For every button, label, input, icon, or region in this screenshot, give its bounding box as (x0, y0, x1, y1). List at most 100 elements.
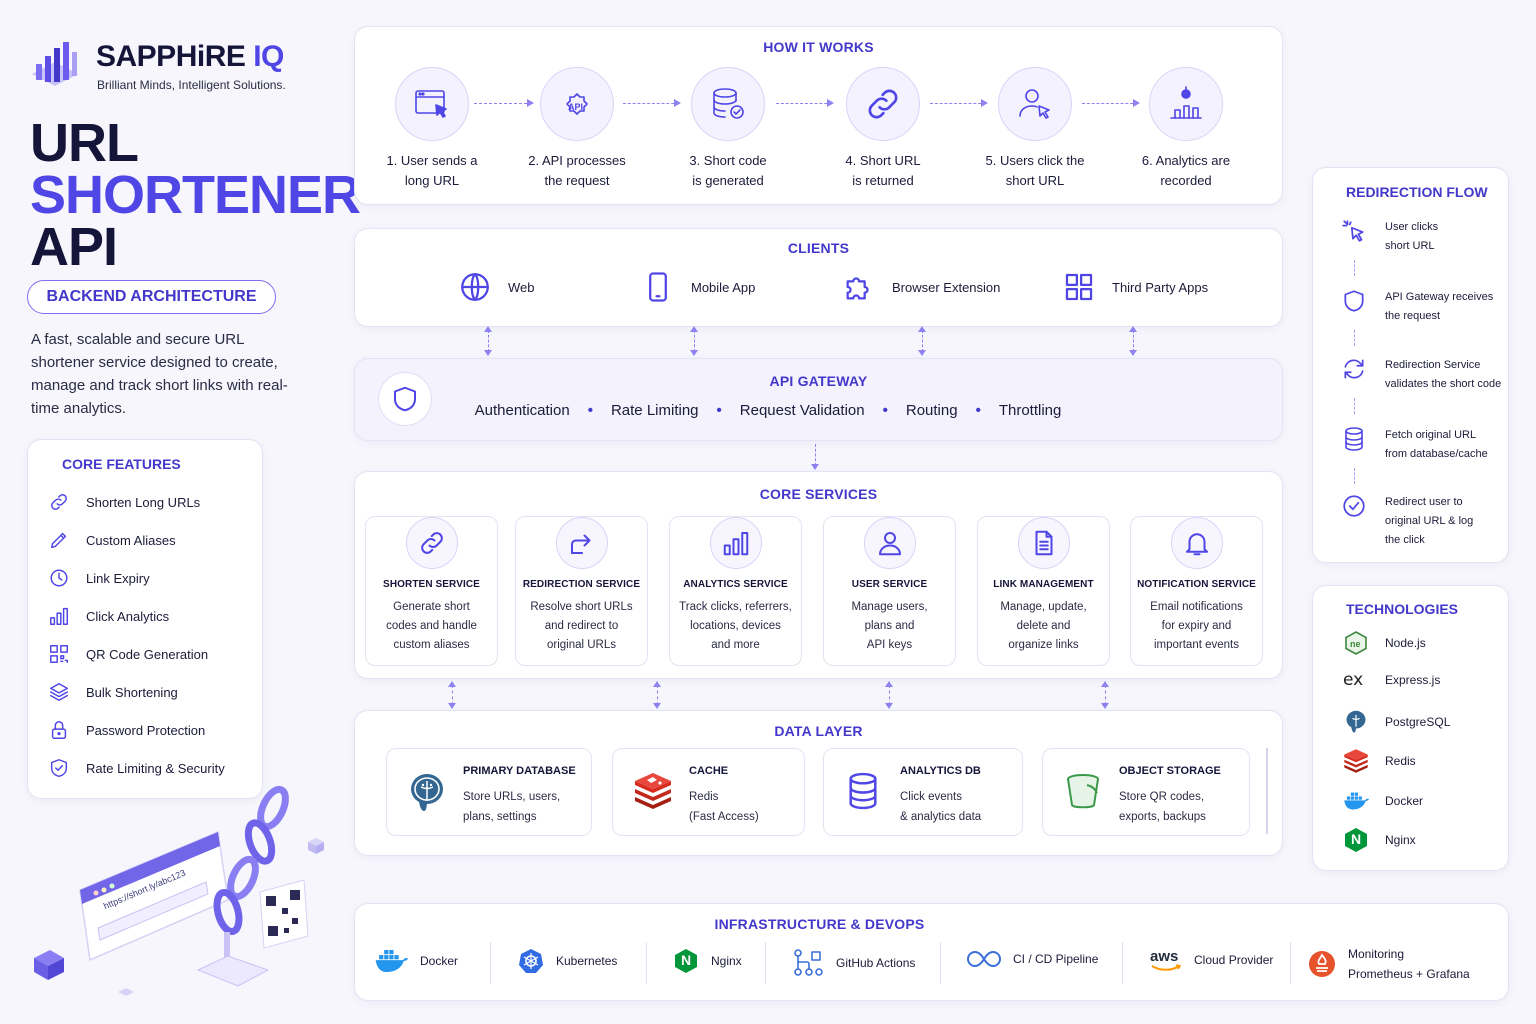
postgres-icon (1343, 709, 1369, 735)
client-label: Third Party Apps (1112, 279, 1209, 295)
brand-name: SAPPHiRE IQ (96, 40, 284, 73)
how-step-label: 3. Short code is generated (689, 153, 767, 188)
feature-item: QR Code Generation (48, 642, 208, 666)
api-gateway-title: API GATEWAY (769, 373, 868, 389)
gateway-shield (378, 372, 432, 426)
how-step: 5. Users click the short URL (960, 67, 1110, 191)
how-step: 1. User sends a long URL (357, 67, 507, 191)
how-step-label: 5. Users click the short URL (985, 153, 1085, 188)
feature-label: Link Expiry (86, 570, 150, 586)
infra-label: Docker (420, 954, 459, 968)
flow-arrow (1101, 681, 1109, 709)
flow-arrow (623, 99, 681, 107)
database-check-icon (708, 84, 748, 124)
service-desc: Resolve short URLs and redirect to origi… (530, 601, 633, 651)
feature-item: Bulk Shortening (48, 680, 178, 704)
tech-label: Nginx (1385, 833, 1416, 847)
api-gateway-panel: API GATEWAY (354, 358, 1283, 441)
infra-item: GitHub Actions (792, 948, 915, 978)
redirection-step-text: User clicks short URL (1385, 221, 1439, 252)
tech-label: Docker (1385, 794, 1424, 808)
divider (940, 942, 941, 984)
feature-label: Click Analytics (86, 608, 170, 624)
infra-label: Nginx (711, 954, 742, 968)
data-store-card: OBJECT STORAGE Store QR codes, exports, … (1042, 748, 1250, 836)
separator-dot: • (716, 402, 722, 419)
client-label: Browser Extension (892, 279, 1001, 295)
redirection-step-text: Redirection Service validates the short … (1385, 359, 1502, 390)
service-card: ANALYTICS SERVICE Track clicks, referrer… (669, 516, 802, 666)
data-store-desc: Store URLs, users, plans, settings (463, 791, 561, 823)
mobile-icon (641, 270, 675, 304)
gateway-feature: Authentication (474, 402, 570, 419)
how-step: 4. Short URL is returned (808, 67, 958, 191)
link-icon (417, 528, 447, 558)
feature-label: Bulk Shortening (86, 684, 178, 700)
flow-arrow (653, 681, 661, 709)
service-card: USER SERVICE Manage users, plans and API… (823, 516, 956, 666)
nginx-icon: N (1343, 827, 1369, 853)
tech-label: Redis (1385, 754, 1416, 768)
feature-item: Password Protection (48, 718, 205, 742)
feature-label: Password Protection (86, 722, 206, 738)
redis-icon (1343, 748, 1369, 774)
flow-arrow (1129, 326, 1137, 356)
link-icon (863, 84, 903, 124)
prometheus-icon (1308, 950, 1336, 978)
service-name: NOTIFICATION SERVICE (1137, 579, 1256, 590)
flow-connector (1354, 468, 1356, 484)
refresh-icon (1341, 356, 1367, 382)
github-actions-icon (792, 948, 824, 978)
flow-connector (1354, 398, 1356, 414)
tech-item: Redis (1343, 748, 1416, 774)
service-card: NOTIFICATION SERVICE Email notifications… (1130, 516, 1263, 666)
tech-item: Docker (1343, 788, 1423, 814)
technologies-title: TECHNOLOGIES (1346, 601, 1459, 617)
core-services-panel: CORE SERVICES (354, 471, 1283, 679)
gateway-feature: Routing (905, 402, 958, 419)
redirect-icon (567, 528, 597, 558)
aws-icon: aws (1150, 948, 1182, 972)
flow-arrow (885, 681, 893, 709)
service-name: USER SERVICE (851, 579, 928, 590)
infra-label: CI / CD Pipeline (1013, 952, 1099, 966)
redirection-step: User clicks short URL (1341, 218, 1510, 256)
svg-text:ne: ne (1350, 639, 1361, 649)
tech-item: PostgreSQL (1343, 709, 1450, 735)
data-store-desc: Redis (Fast Access) (689, 791, 759, 823)
browser-cursor-icon (412, 84, 452, 124)
shield-icon (1341, 288, 1367, 314)
bucket-icon (1063, 771, 1103, 811)
infra-item: CI / CD Pipeline (967, 948, 1098, 970)
divider (1122, 942, 1123, 984)
feature-label: Custom Aliases (86, 532, 176, 548)
service-card: LINK MANAGEMENT Manage, update, delete a… (977, 516, 1110, 666)
redirection-step-text: API Gateway receives the request (1385, 291, 1494, 322)
click-icon (1341, 218, 1367, 244)
clock-icon (48, 567, 70, 589)
gateway-features: Authentication•Rate Limiting•Request Val… (0, 402, 1536, 419)
separator-dot: • (975, 402, 981, 419)
how-step-label: 6. Analytics are recorded (1141, 153, 1231, 188)
infra-label: GitHub Actions (836, 956, 916, 970)
divider (490, 942, 491, 984)
feature-item: Shorten Long URLs (48, 490, 200, 514)
feature-item: Link Expiry (48, 566, 150, 590)
technologies-panel: TECHNOLOGIES ne Node.js ex Express.js Po… (1312, 585, 1509, 871)
grid-icon (1062, 270, 1096, 304)
feature-label: Shorten Long URLs (86, 494, 201, 510)
pencil-icon (48, 529, 70, 551)
flow-connector (1354, 260, 1356, 276)
infra-label: Kubernetes (556, 954, 618, 968)
service-name: LINK MANAGEMENT (993, 579, 1094, 590)
redirection-step: API Gateway receives the request (1341, 288, 1510, 326)
how-step: API 2. API processes the request (502, 67, 652, 191)
data-store-name: ANALYTICS DB (900, 765, 981, 777)
tech-label: Express.js (1385, 673, 1441, 687)
bar-chart-icon (721, 528, 751, 558)
how-it-works-title: HOW IT WORKS (763, 39, 874, 55)
redis-icon (633, 771, 673, 811)
data-store-desc: Click events & analytics data (900, 791, 982, 823)
feature-label: QR Code Generation (86, 646, 209, 662)
feature-item: Rate Limiting & Security (48, 756, 225, 780)
